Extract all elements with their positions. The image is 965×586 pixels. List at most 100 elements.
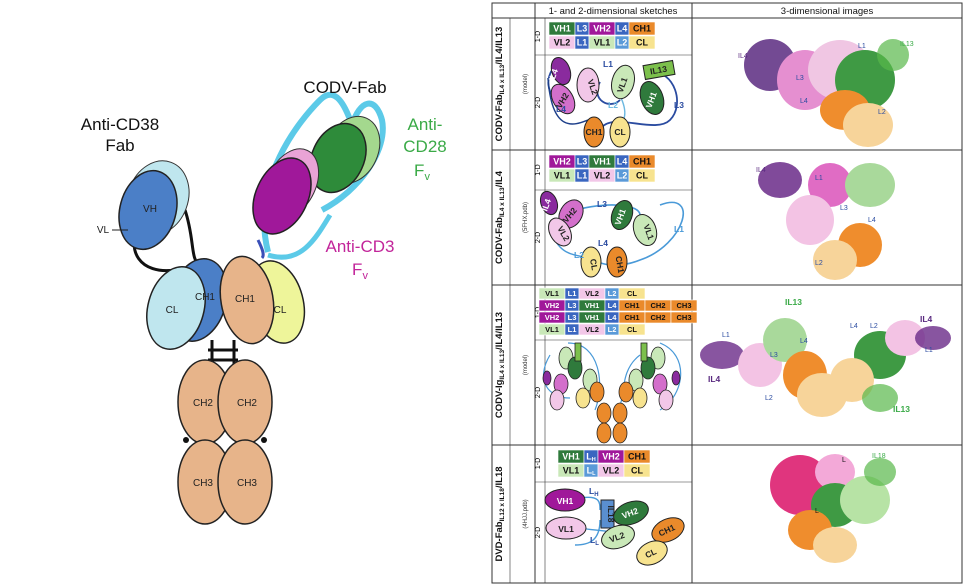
bar-label: L2: [608, 325, 617, 334]
bar-label: VL1: [545, 325, 559, 334]
cl-left-shape: [146, 266, 206, 350]
row-title-sub: IL12 x IL18: [499, 488, 506, 522]
r3-3d-l4-a: L4: [800, 338, 808, 345]
bar-cell-cl: [623, 463, 651, 478]
anti-cd38-linker-2: [183, 209, 201, 267]
bar-label: VH1: [585, 313, 600, 322]
row-title: CODV-FabIL4 x IL13/IL4/IL13: [494, 27, 506, 142]
bar-label: VH1: [585, 301, 600, 310]
cd3-vh-shape: [252, 157, 312, 235]
bar-label: L3: [577, 156, 588, 166]
bar-label: VH2: [553, 156, 571, 166]
bar-cell-cl: [628, 168, 656, 183]
r1-il13: IL13: [649, 64, 668, 77]
row-title-main: CODV-Ig: [494, 379, 505, 418]
row-title-main: CODV-Fab: [494, 94, 505, 141]
bar-label: CL: [631, 465, 643, 475]
bar-label: CL: [636, 37, 648, 47]
bar-cell-ch3: [670, 299, 698, 312]
row-note: (4HJJ.pdb): [523, 499, 529, 528]
cl-left-label: CL: [166, 305, 179, 316]
bar-label: VH1: [553, 23, 571, 33]
r4-vl1: VL1: [558, 524, 574, 534]
r2-l1: L1: [674, 224, 684, 234]
r3-3d-l3-a: L3: [770, 352, 778, 359]
row-title-sub: IL4 x IL13: [499, 350, 506, 380]
r3-3d-l1-a: L1: [722, 332, 730, 339]
bar-label: VL1: [554, 170, 571, 180]
bar-label: L3: [568, 301, 577, 310]
bar-label: CH1: [628, 451, 646, 461]
row-title: DVD-FabIL12 x IL18/IL18: [494, 466, 506, 561]
bar-label: CL: [636, 170, 648, 180]
vl-label: VL: [97, 225, 110, 236]
bar-label: L4: [617, 23, 628, 33]
dim-2d-label: 2-D: [535, 527, 542, 538]
bar-label: CH2: [650, 301, 665, 310]
anti-cd28-label-1: Anti-: [408, 115, 443, 134]
bar-label: L1: [568, 289, 577, 298]
cd28-vh-shape: [309, 122, 367, 194]
ch3-right-shape: [217, 439, 273, 525]
bar-label: CL: [627, 289, 637, 298]
bar-cell-ch1: [628, 154, 656, 169]
bar-label: LH: [586, 451, 596, 463]
bar-cell-ch1: [628, 21, 656, 36]
r1-l1: L1: [603, 59, 613, 69]
bar-label: CH1: [633, 23, 651, 33]
bar-label: VL2: [603, 465, 620, 475]
r4-vh1: VH1: [557, 496, 574, 506]
cl-right-label: CL: [274, 305, 287, 316]
ch1-right-shape: [219, 255, 275, 345]
bar-label: VL1: [594, 37, 611, 47]
dim-1d-label: 1-D: [535, 458, 542, 469]
r1-3d-l3: L3: [796, 75, 804, 82]
vh-domain-shape: [118, 169, 178, 251]
bar-label: VL1: [563, 465, 580, 475]
row-titles: CODV-FabIL4 x IL13/IL4/IL13(model)CODV-F…: [494, 27, 529, 562]
ch1-left-label: CH1: [195, 292, 215, 303]
bar-cell-cl: [618, 323, 646, 336]
r2-l2: L2: [574, 250, 584, 260]
ch2-right-label: CH2: [237, 398, 257, 409]
row-title-tail: /IL4/IL13: [494, 27, 505, 65]
dim-2d-label: 2-D: [535, 97, 542, 108]
r4-il18: IL18: [606, 505, 616, 522]
bar-label: VL2: [554, 37, 571, 47]
row2-3d-image: IL4 L1 L3 L4 L2: [756, 162, 895, 280]
anti-cd3-label-2: Fv: [352, 260, 368, 282]
dim-1d-label: 1-D: [535, 164, 542, 175]
joint-dot: [261, 437, 267, 443]
row-title-main: DVD-Fab: [494, 521, 505, 561]
r2-3d-l1: L1: [815, 175, 823, 182]
row-title-sub: IL4 x IL13: [499, 64, 506, 94]
anti-cd38-label-1: Anti-CD38: [81, 115, 159, 134]
row-note: (model): [523, 355, 529, 375]
row-title-sub: IL4 x IL13: [499, 187, 506, 217]
bar-label: L1: [577, 37, 588, 47]
bar-label: CH3: [676, 313, 691, 322]
bar-label: L4: [617, 156, 628, 166]
bar-label: VH2: [545, 301, 560, 310]
r3-3d-il4-a: IL4: [708, 374, 721, 384]
bar-label: VL2: [585, 289, 599, 298]
r4-ll: LL: [590, 535, 599, 547]
dimension-labels: 1-D2-D1-D2-D1-D2-D1-D2-D: [535, 18, 692, 583]
r1-3d-il13: IL13: [900, 41, 914, 48]
bar-label: L2: [608, 289, 617, 298]
r1-l4: L4: [556, 104, 566, 114]
row4-2d-sketch: VH1 LH IL18 VH2 CH1 VL1 LL VL2 CL: [544, 486, 685, 566]
r3-3d-il13-b: IL13: [893, 404, 910, 414]
bar-label: LL: [587, 465, 597, 477]
bar-label: L2: [617, 170, 628, 180]
vh-label: VH: [143, 204, 157, 215]
row2-2d-sketch: IL4 VH2 VH1 VL2 VL1 CL CH1 L3 L4 L2 L1: [539, 190, 684, 278]
dim-2d-label: 2-D: [535, 387, 542, 398]
r2-3d-l4: L4: [868, 217, 876, 224]
table-border: [491, 2, 963, 584]
r1-3d-l1: L1: [858, 43, 866, 50]
r1-cl: CL: [614, 127, 625, 137]
r2-3d-l2: L2: [815, 260, 823, 267]
r4-cl: CL: [643, 546, 658, 560]
dim-1d-label: 1-D: [535, 31, 542, 42]
